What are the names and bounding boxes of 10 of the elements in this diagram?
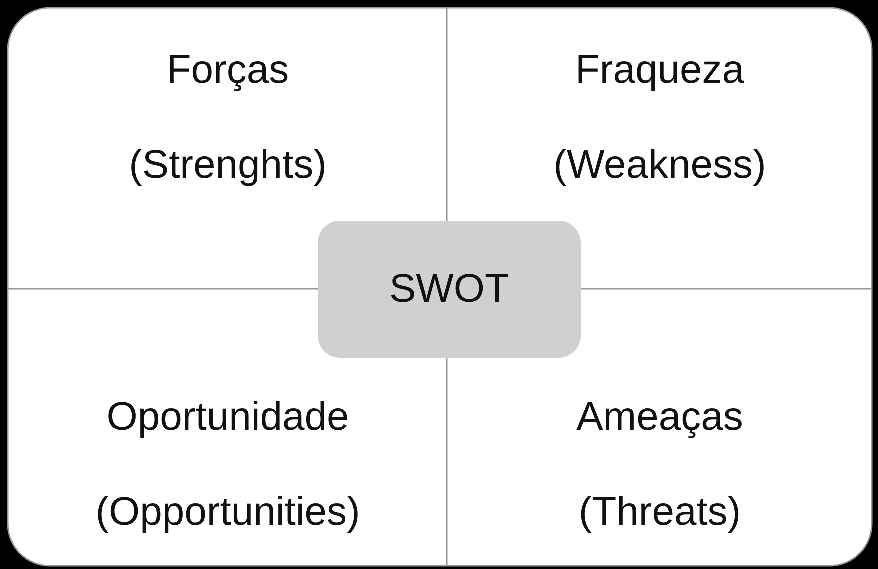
quadrant-label: Forças	[166, 48, 290, 93]
center-label: SWOT	[390, 267, 510, 312]
center-box	[318, 221, 581, 358]
quadrant-label: (Threats)	[578, 490, 742, 535]
quadrant-label: (Weakness)	[554, 143, 766, 188]
quadrant-label: Oportunidade	[106, 395, 350, 440]
quadrant-label: Fraqueza	[576, 48, 744, 93]
quadrant-label: (Strenghts)	[129, 143, 327, 188]
quadrant-label: Ameaças	[576, 395, 744, 440]
quadrant-label: (Opportunities)	[96, 490, 360, 535]
